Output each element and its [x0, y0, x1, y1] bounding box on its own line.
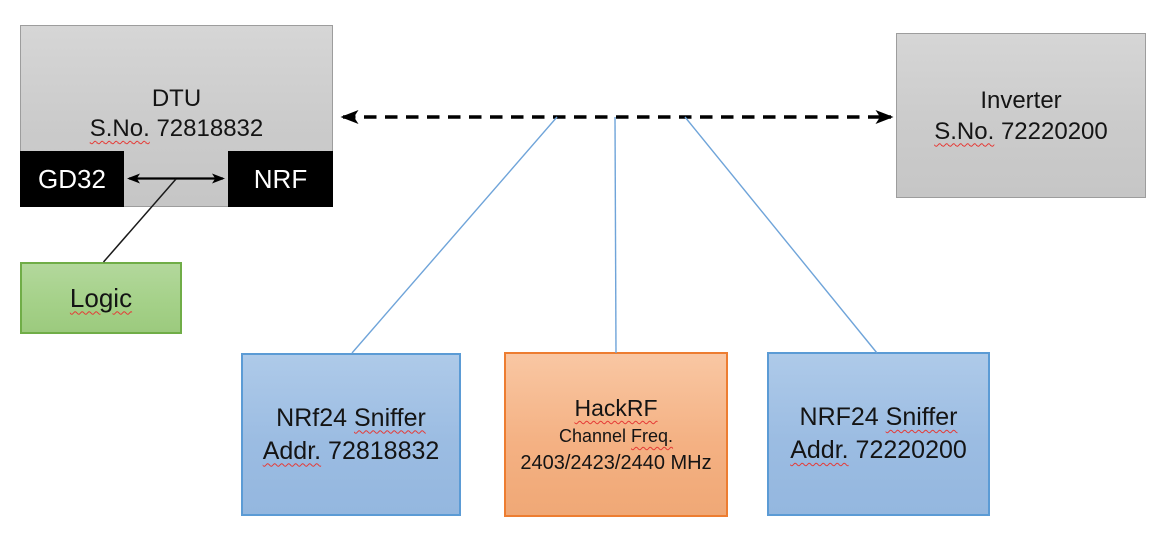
sniffer-right-name: NRF24 — [799, 403, 879, 431]
logic-node: Logic — [20, 262, 182, 334]
nrf-chip: NRF — [228, 151, 333, 207]
dtu-title: DTU — [151, 85, 202, 112]
sniffer-left-addr-value: 72818832 — [328, 436, 440, 465]
inverter-node: Inverter S.No. 72220200 — [896, 33, 1146, 198]
dtu-label-block: DTU S.No. 72818832 — [21, 84, 332, 144]
inverter-title: Inverter — [980, 86, 1062, 114]
hackrf-title: HackRF — [574, 393, 657, 423]
sniffer-right-connector-line — [684, 116, 878, 354]
sniffer-right-word: Sniffer — [885, 403, 958, 431]
sniffer-right-node: NRF24 Sniffer Addr. 72220200 — [767, 352, 990, 516]
sniffer-right-addr-label: Addr. — [790, 436, 849, 464]
sniffer-right-addr: Addr. 72220200 — [790, 434, 967, 467]
sniffer-left-connector-line — [351, 116, 558, 354]
inverter-serial-label: S.No. — [934, 117, 995, 145]
hackrf-frequencies: 2403/2423/2440 MHz — [520, 452, 712, 474]
hackrf-subtitle-word2: Freq. — [631, 426, 674, 446]
inverter-serial-value: 72220200 — [1000, 117, 1108, 145]
sniffer-left-node: NRf24 Sniffer Addr. 72818832 — [241, 353, 461, 516]
dtu-node: DTU S.No. 72818832 GD32 NRF — [20, 25, 333, 207]
hackrf-connector-line — [614, 116, 617, 354]
logic-label: Logic — [69, 282, 133, 313]
hackrf-subtitle: Channel Freq. — [559, 423, 673, 450]
hackrf-title-text: HackRF — [574, 395, 658, 421]
sniffer-left-word: Sniffer — [354, 403, 426, 432]
sniffer-left-name: NRf24 — [276, 403, 348, 432]
hackrf-node: HackRF Channel Freq. 2403/2423/2440 MHz — [504, 352, 728, 517]
dtu-serial-label: S.No. — [89, 115, 150, 142]
sniffer-left-title: NRf24 Sniffer — [276, 402, 426, 435]
sniffer-left-addr: Addr. 72818832 — [263, 435, 440, 468]
inverter-serial: S.No. 72220200 — [934, 116, 1107, 147]
sniffer-right-addr-value: 72220200 — [855, 436, 967, 464]
gd32-chip: GD32 — [20, 151, 124, 207]
sniffer-left-addr-label: Addr. — [262, 436, 322, 465]
dtu-serial: S.No. 72818832 — [21, 114, 332, 144]
sniffer-right-title: NRF24 Sniffer — [800, 401, 958, 434]
hackrf-subtitle-word1: Channel — [558, 426, 627, 446]
dtu-serial-value: 72818832 — [156, 115, 264, 142]
